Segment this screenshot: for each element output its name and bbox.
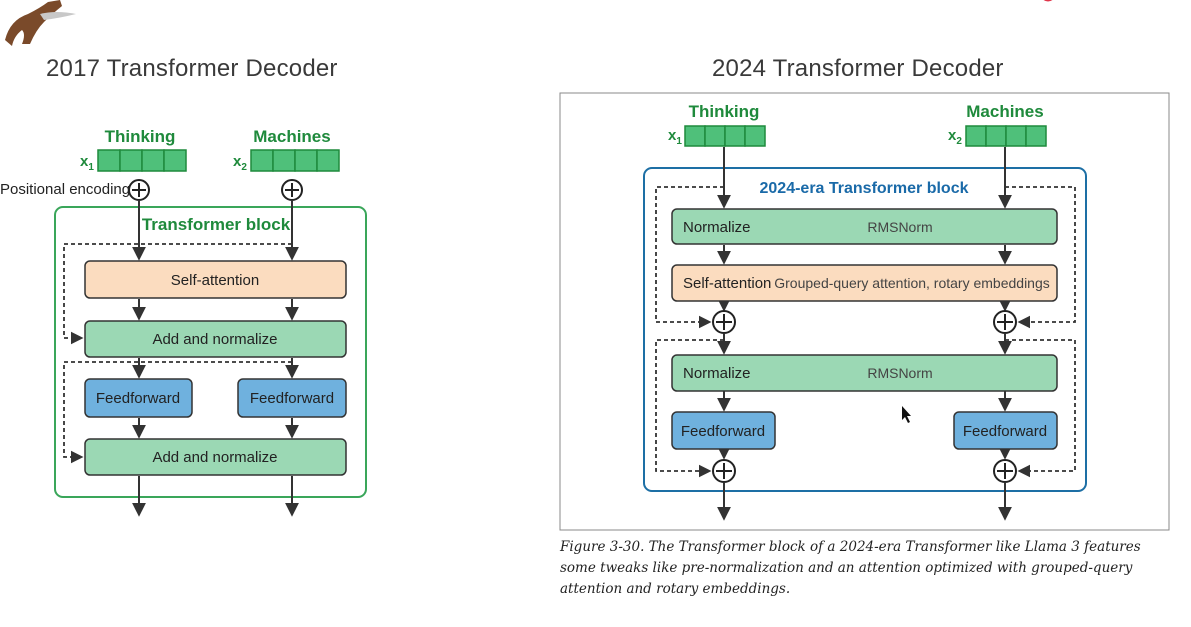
plus-circle-icon bbox=[712, 459, 736, 483]
mouse-cursor-icon bbox=[902, 406, 911, 423]
left-embedding-x1 bbox=[97, 149, 187, 172]
right-self-attention-label: Self-attention bbox=[683, 275, 771, 292]
left-x1-label: x1 bbox=[80, 153, 94, 173]
right-embedding-x1 bbox=[684, 125, 766, 147]
left-feedforward-label-1: Feedforward bbox=[96, 390, 180, 407]
right-normalize-label-1: Normalize bbox=[683, 219, 751, 236]
left-flow-arrows bbox=[132, 200, 299, 517]
right-normalize-label-2: Normalize bbox=[683, 365, 751, 382]
left-add-normalize-label-2: Add and normalize bbox=[152, 449, 277, 466]
right-normalize-box-1 bbox=[671, 208, 1058, 245]
right-feedforward-box-2 bbox=[953, 411, 1058, 450]
left-diagram: Thinking Machines x1 x2 Positional encod… bbox=[0, 127, 367, 517]
plus-circle-icon bbox=[128, 179, 150, 201]
left-diagram-title: 2017 Transformer Decoder bbox=[46, 55, 338, 82]
caption-line-2: some tweaks like pre-normalization and a… bbox=[560, 560, 1133, 576]
right-figure-frame bbox=[559, 92, 1170, 531]
left-feedforward-box-2 bbox=[237, 378, 347, 418]
left-add-normalize-box-1 bbox=[84, 320, 347, 358]
left-embedding-x2 bbox=[250, 149, 340, 172]
left-add-normalize-box-2 bbox=[84, 438, 347, 476]
right-embedding-x2 bbox=[965, 125, 1047, 147]
transformer-block-label: Transformer block bbox=[142, 215, 291, 234]
right-diagram: Thinking Machines x1 x2 2024-era Transfo… bbox=[559, 92, 1170, 531]
right-feedforward-label-2: Feedforward bbox=[963, 423, 1047, 440]
right-diagram-title: 2024 Transformer Decoder bbox=[712, 55, 1004, 82]
positional-encoding-label: Positional encoding bbox=[0, 181, 130, 198]
right-x1-label: x1 bbox=[668, 127, 682, 147]
caption-line-3: attention and rotary embeddings. bbox=[560, 581, 791, 597]
right-residual-connections bbox=[655, 186, 1076, 478]
right-self-attention-detail: Grouped-query attention, rotary embeddin… bbox=[774, 275, 1050, 291]
left-token-machines: Machines bbox=[253, 127, 330, 146]
right-rmsnorm-label-1: RMSNorm bbox=[867, 219, 932, 235]
right-flow-arrows bbox=[717, 147, 1012, 521]
plus-circle-icon bbox=[993, 310, 1017, 334]
right-feedforward-box-1 bbox=[671, 411, 776, 450]
left-x2-label: x2 bbox=[233, 153, 247, 173]
caption-line-1: Figure 3-30. The Transformer block of a … bbox=[560, 539, 1141, 555]
transformer-block-frame bbox=[54, 206, 367, 498]
era-2024-block-label: 2024-era Transformer block bbox=[760, 180, 969, 197]
plus-circle-icon bbox=[281, 179, 303, 201]
left-feedforward-label-2: Feedforward bbox=[250, 390, 334, 407]
left-residual-connections bbox=[63, 243, 292, 464]
left-self-attention-box bbox=[84, 260, 347, 299]
right-self-attention-box bbox=[671, 264, 1058, 302]
mascot-logo bbox=[5, 0, 76, 46]
right-x2-label: x2 bbox=[948, 127, 962, 147]
left-add-normalize-label-1: Add and normalize bbox=[152, 331, 277, 348]
right-normalize-box-2 bbox=[671, 354, 1058, 392]
figure-caption: Figure 3-30. The Transformer block of a … bbox=[560, 537, 1160, 600]
plus-circle-icon bbox=[993, 459, 1017, 483]
era-2024-block-frame bbox=[643, 167, 1087, 492]
left-feedforward-box-1 bbox=[84, 378, 193, 418]
plus-circle-icon bbox=[712, 310, 736, 334]
right-token-thinking: Thinking bbox=[689, 102, 760, 121]
right-token-machines: Machines bbox=[966, 102, 1043, 121]
right-rmsnorm-label-2: RMSNorm bbox=[867, 365, 932, 381]
left-token-thinking: Thinking bbox=[105, 127, 176, 146]
right-feedforward-label-1: Feedforward bbox=[681, 423, 765, 440]
left-self-attention-label: Self-attention bbox=[171, 272, 259, 289]
